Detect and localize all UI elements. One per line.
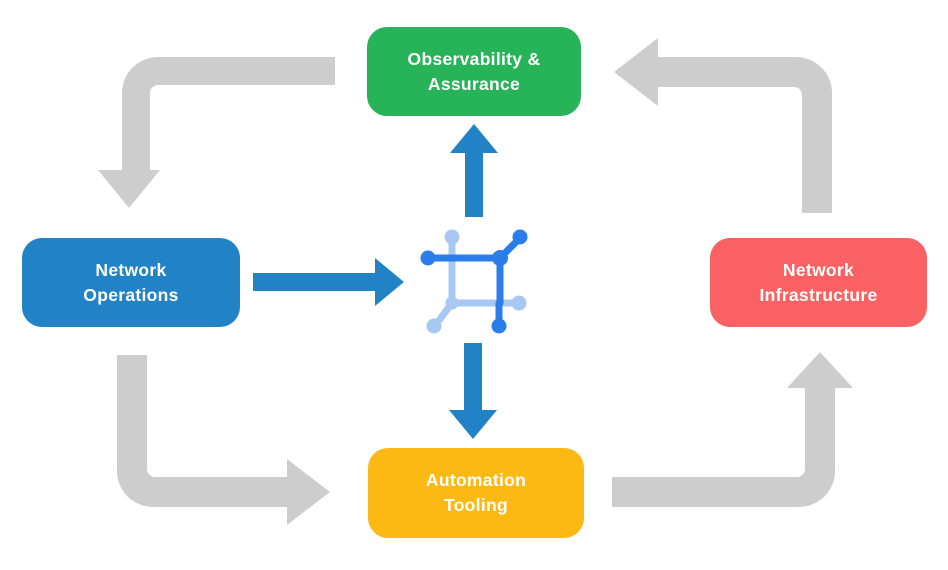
observability-assurance-box: Observability & Assurance xyxy=(367,27,581,116)
operations-label-line2: Operations xyxy=(83,284,179,305)
observability-label-line2: Assurance xyxy=(427,73,521,94)
automation-tooling-box: Automation Tooling xyxy=(368,448,584,538)
arrow-automation-to-infrastructure xyxy=(612,352,853,507)
automation-label-line1: Automation xyxy=(425,470,527,490)
network-mesh-icon-light-nodes xyxy=(426,229,527,334)
arrow-operations-to-icon xyxy=(253,258,404,306)
network-operations-box: Network Operations xyxy=(22,238,240,327)
observability-label-line1: Observability & xyxy=(407,48,541,69)
arrow-infrastructure-to-observability xyxy=(614,38,832,213)
infrastructure-label-line2: Infrastructure xyxy=(759,284,878,305)
arrow-icon-to-automation xyxy=(449,343,497,439)
infrastructure-label-line1: Network xyxy=(782,259,855,280)
arrow-operations-to-automation xyxy=(117,355,330,525)
arrow-icon-to-observability xyxy=(450,124,498,217)
network-mesh-icon-dark-nodes xyxy=(420,229,528,334)
operations-label-line1: Network xyxy=(95,259,167,280)
network-infrastructure-box: Network Infrastructure xyxy=(710,238,927,327)
automation-label-line2: Tooling xyxy=(444,495,508,515)
network-mesh-icon xyxy=(420,229,528,334)
arrow-observability-to-operations xyxy=(98,57,335,208)
